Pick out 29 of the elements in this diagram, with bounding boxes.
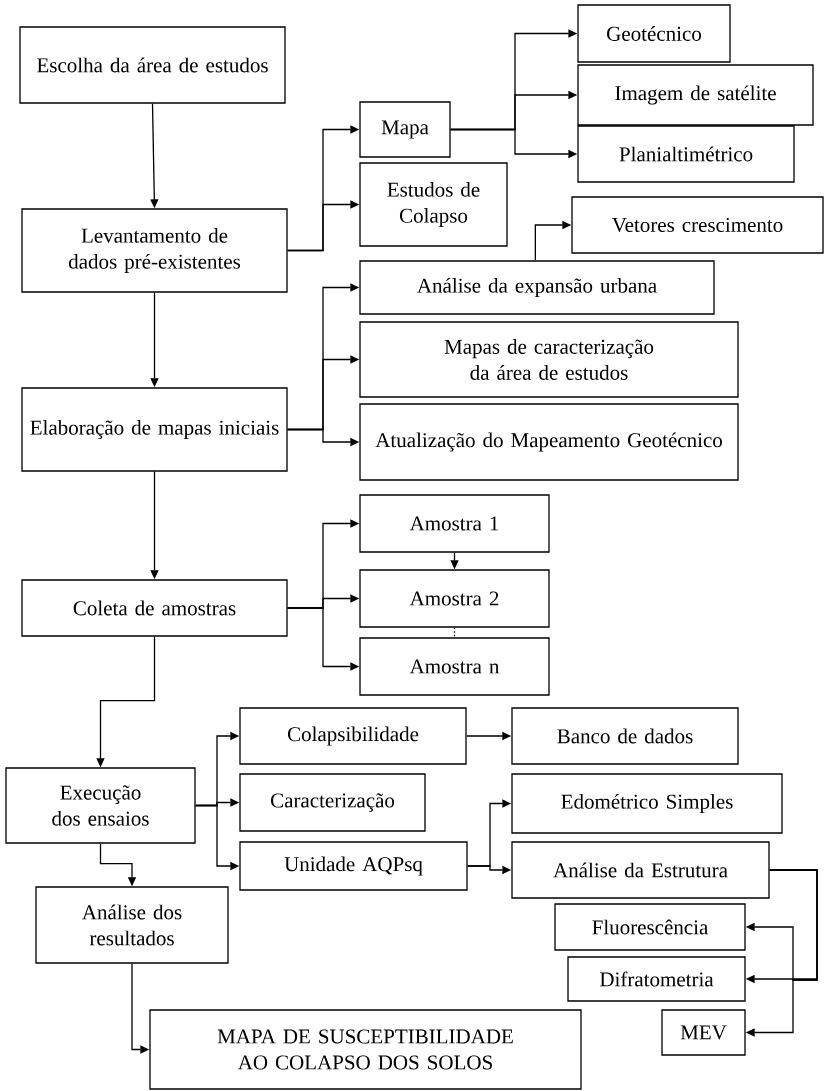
process-box: Análise dos resultados: [35, 886, 229, 964]
process-box: Coleta de amostras: [21, 579, 288, 637]
process-box: Geotécnico: [577, 4, 731, 63]
process-box: Levantamento de dados pré-existentes: [21, 208, 288, 293]
process-box: Atualização do Mapeamento Geotécnico: [359, 403, 739, 481]
process-box: Análise da expansão urbana: [359, 260, 715, 315]
process-box: Imagem de satélite: [577, 64, 814, 126]
process-box: Amostra n: [359, 637, 550, 696]
process-box: Estudos de Colapso: [359, 162, 508, 247]
process-box: Edométrico Simples: [511, 773, 783, 834]
process-box: Planialtimétrico: [577, 125, 795, 183]
process-box: Análise da Estrutura: [511, 841, 770, 899]
process-box: Mapa: [359, 101, 451, 158]
dotted-line: [453, 627, 456, 638]
process-box: MEV: [661, 1009, 746, 1056]
process-box: Amostra 1: [359, 494, 550, 553]
process-box: Execução dos ensaios: [5, 767, 196, 844]
process-box: Fluorescência: [554, 903, 746, 951]
process-box: Escolha da área de estudos: [19, 26, 286, 104]
process-box: Elaboração de mapas iniciais: [21, 387, 288, 472]
process-box: Caracterização: [239, 773, 426, 832]
process-box: Mapas de caracterização da área de estudos: [359, 321, 739, 398]
process-box: MAPA DE SUSCEPTIBILIDADE AO COLAPSO DOS SOLOS: [149, 1009, 582, 1090]
process-box: Vetores crescimento: [571, 196, 824, 254]
process-box: Banco de dados: [511, 707, 739, 765]
process-box: Difratometria: [567, 956, 746, 1002]
process-box: Unidade AQPsq: [239, 841, 468, 891]
process-box: Colapsibilidade: [239, 707, 467, 765]
process-box: Amostra 2: [359, 569, 550, 628]
